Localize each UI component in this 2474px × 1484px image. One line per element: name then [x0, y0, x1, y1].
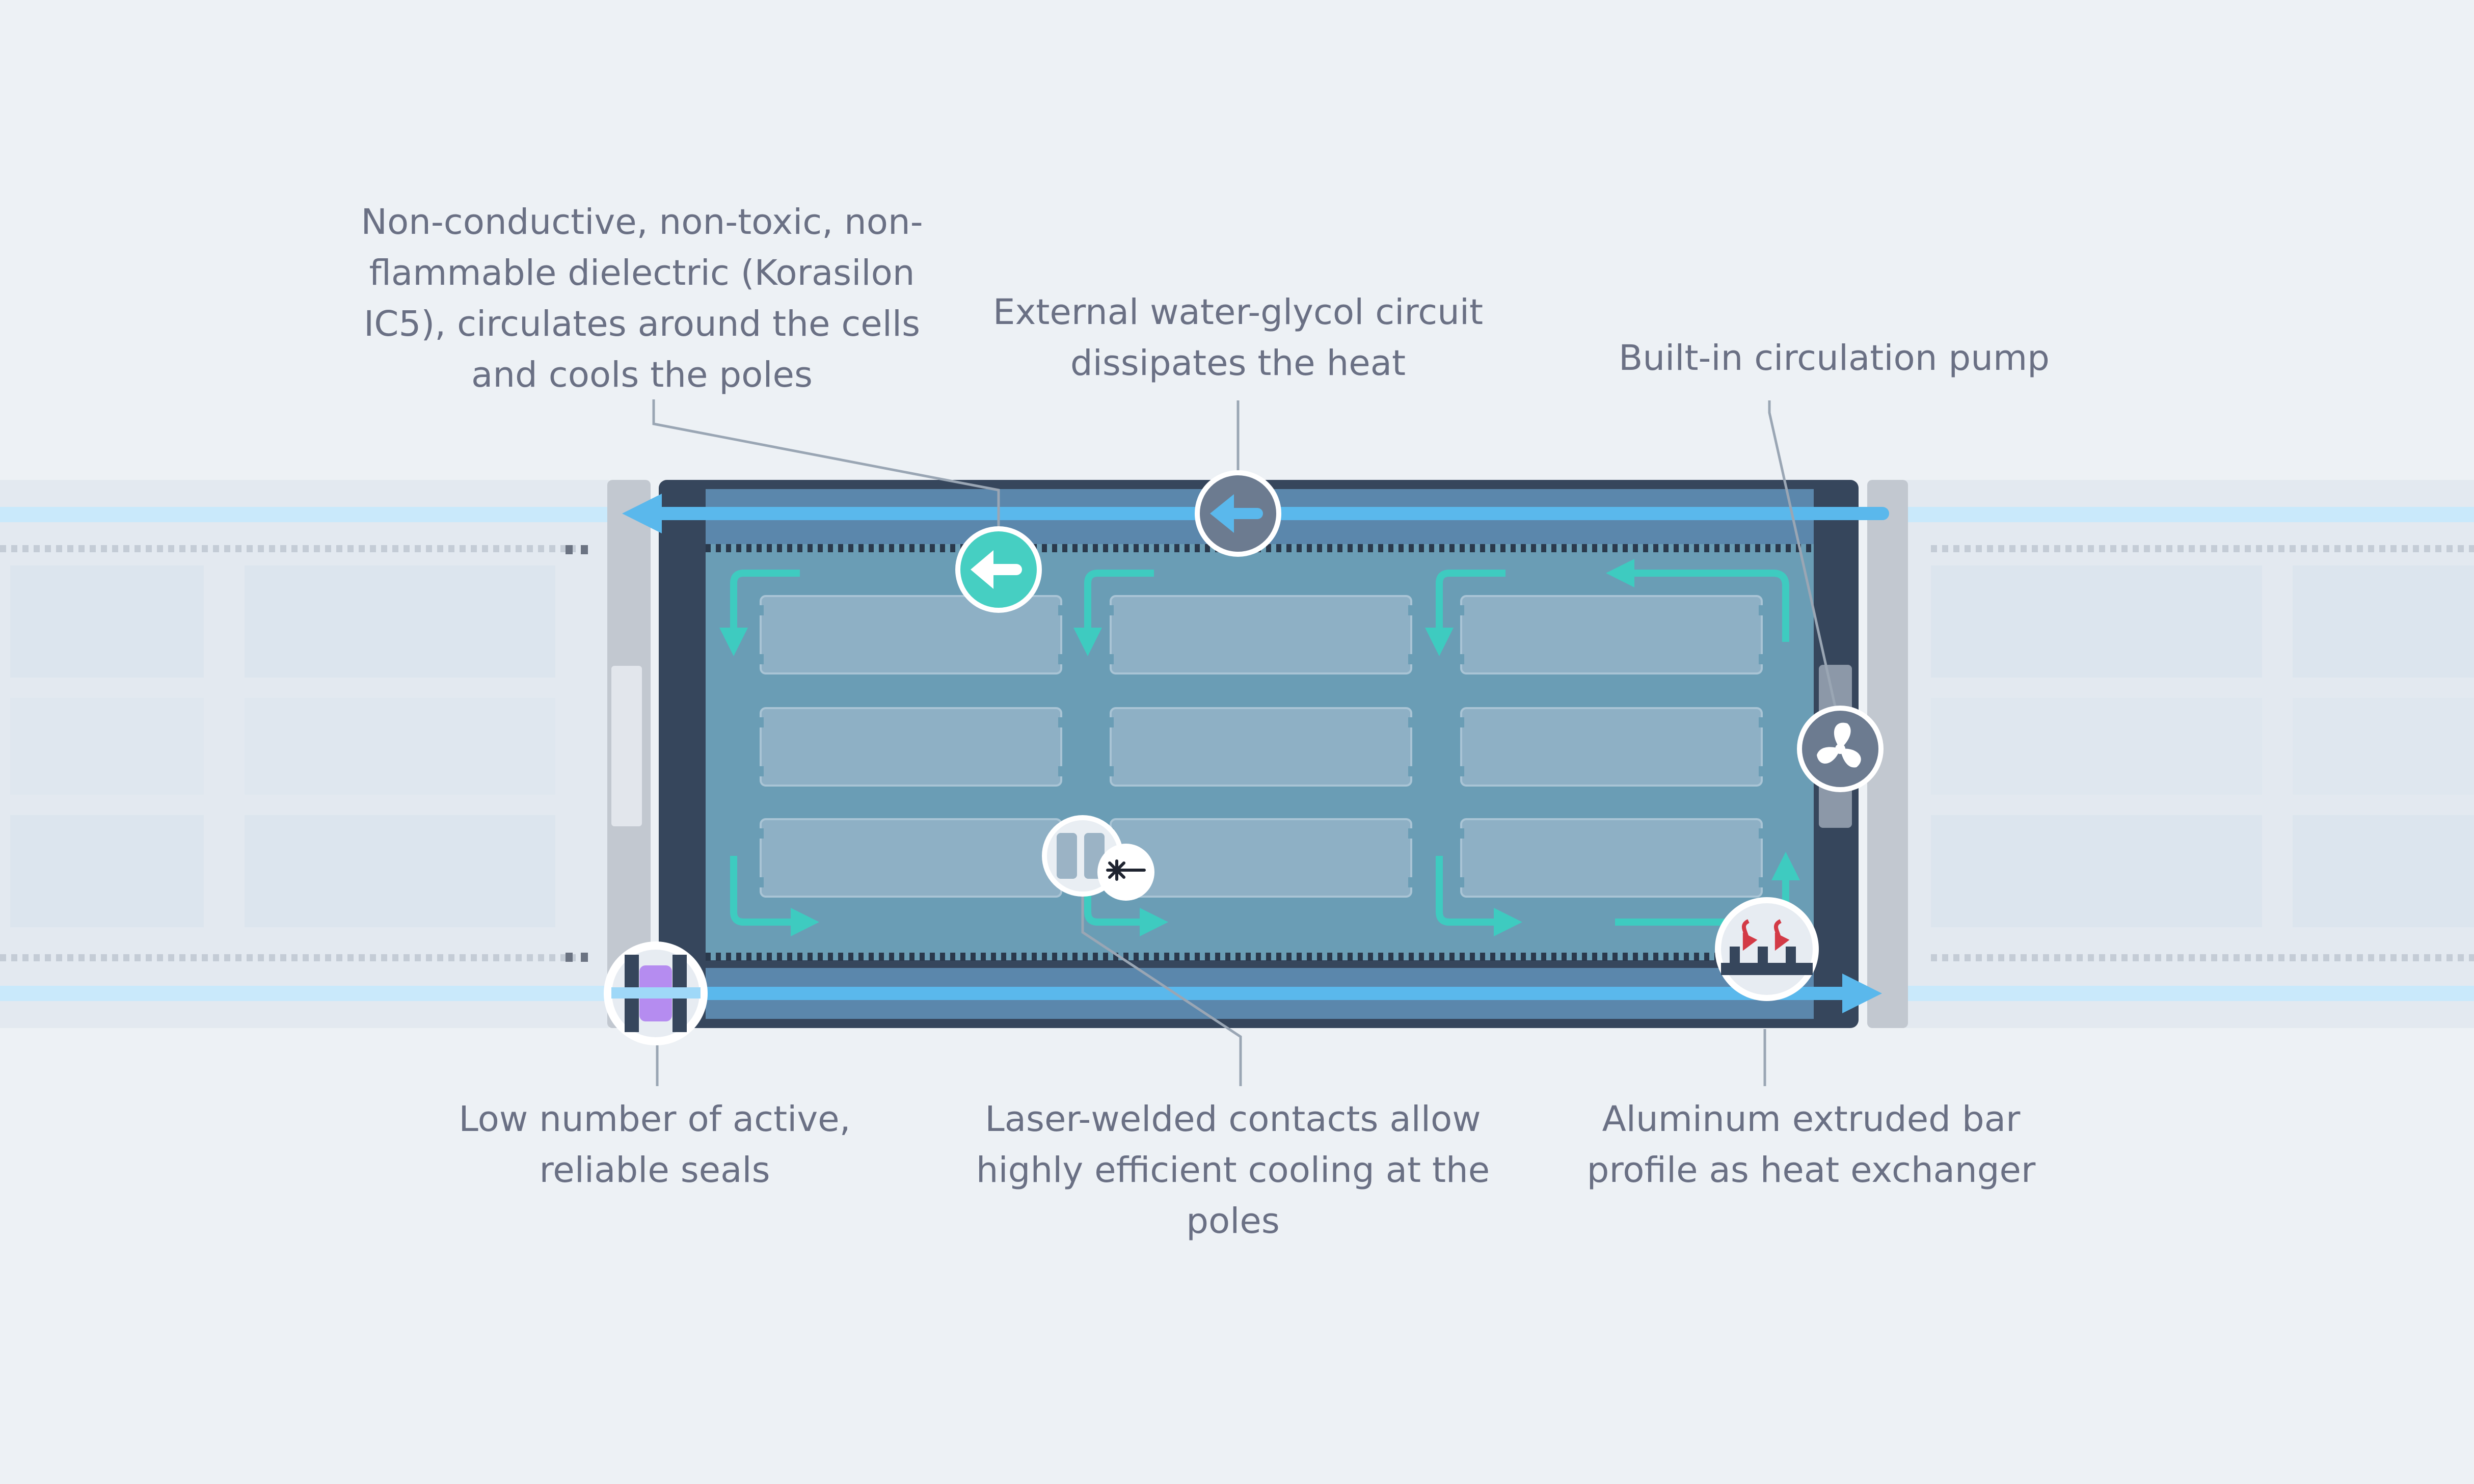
neighbor-module-right [1905, 480, 2474, 1028]
flow-arrow [1084, 856, 1168, 936]
arrow-left-icon [1210, 494, 1263, 533]
flow-arrow [719, 570, 800, 656]
laser-spark-icon [1106, 859, 1146, 881]
battery-cell [1458, 707, 1765, 787]
battery-cell [758, 818, 1064, 898]
battery-cells [758, 595, 1765, 898]
flow-arrow [730, 856, 819, 936]
battery-cell [758, 595, 1064, 674]
seal-badge [604, 941, 708, 1045]
pump-callout-label: Built-in circulation pump [1619, 338, 2050, 379]
leader-lines [652, 399, 1838, 1086]
end-plate-right [1867, 480, 1908, 1028]
laser-badge [1042, 815, 1154, 901]
heat-exchanger-icon [1721, 919, 1813, 975]
flow-arrow [1425, 570, 1505, 656]
coolant-flow-badge [1195, 470, 1281, 557]
arrow-left-icon [971, 550, 1022, 589]
flow-arrow [1073, 570, 1154, 656]
heat-exchanger-badge [1715, 897, 1819, 1001]
seals-callout-label: Low number of active, reliable seals [459, 1099, 851, 1191]
laser-contacts-callout-label: Laser-welded contacts allow highly effic… [976, 1099, 1490, 1242]
fan-icon [1817, 722, 1861, 768]
battery-cell [1458, 818, 1765, 898]
flow-arrow [1436, 856, 1522, 936]
battery-cell [1458, 595, 1765, 674]
heat-exchanger-callout-label: Aluminum extruded bar profile as heat ex… [1586, 1099, 2036, 1191]
battery-cell [758, 707, 1064, 787]
battery-cell [1108, 707, 1414, 787]
pump-badge [1797, 706, 1884, 792]
battery-cell [1108, 595, 1414, 674]
dielectric-callout-label: Non-conductive, non-toxic, non-flammable… [361, 202, 923, 395]
seal-icon [611, 955, 701, 1032]
flow-arrow [1606, 559, 1789, 642]
dielectric-flow-badge [955, 526, 1042, 613]
external-circuit-callout-label: External water-glycol circuit dissipates… [992, 292, 1484, 384]
battery-cell [1108, 818, 1414, 898]
neighbor-module-left [0, 480, 609, 1028]
